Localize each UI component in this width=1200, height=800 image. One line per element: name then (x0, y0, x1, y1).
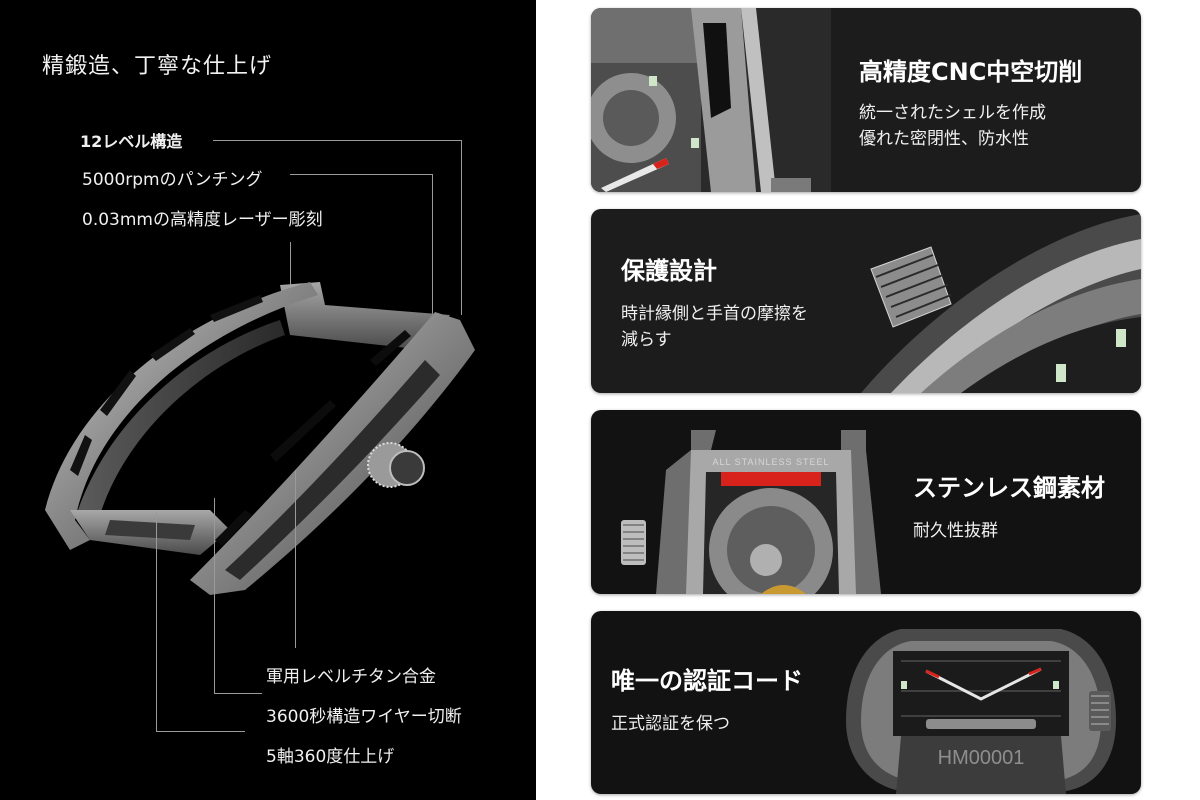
spec-label-punching: 5000rpmのパンチング (82, 170, 263, 190)
spec-label-wire-cut: 3600秒構造ワイヤー切断 (266, 707, 462, 727)
panel-title: 精鍛造、丁寧な仕上げ (42, 54, 273, 79)
leader-line (214, 693, 262, 694)
watch-case-closeup-image (591, 8, 831, 192)
leader-line (213, 140, 461, 141)
card-title: ステンレス鋼素材 (913, 474, 1105, 502)
watch-caseback-image: ALL STAINLESS STEEL (621, 430, 881, 594)
feature-card-stainless: ALL STAINLESS STEEL ステンレス鋼素材 耐久性抜群 (591, 410, 1141, 594)
card-title: 唯一の認証コード (611, 667, 803, 695)
skeleton-watch-image: HM00001 (846, 629, 1116, 794)
knurled-crown-image (861, 214, 1141, 393)
spec-label-laser: 0.03mmの高精度レーザー彫刻 (82, 210, 323, 230)
leader-line (290, 174, 432, 175)
feature-card-cnc: 高精度CNC中空切削 統一されたシェルを作成 優れた密閉性、防水性 (591, 8, 1141, 192)
engraving-text: ALL STAINLESS STEEL (712, 457, 829, 467)
leader-line (214, 498, 215, 693)
card-title: 保護設計 (621, 257, 717, 285)
card-description: 耐久性抜群 (913, 521, 998, 541)
leader-line (156, 731, 245, 732)
spec-label-12-level: 12レベル構造 (80, 132, 183, 151)
feature-card-protection: 保護設計 時計縁側と手首の摩擦を 減らす (591, 209, 1141, 393)
leader-line (432, 174, 433, 324)
watch-frame-illustration (45, 282, 475, 595)
left-feature-panel: 精鍛造、丁寧な仕上げ 12レベル構造 5000rpmのパンチング 0.03mmの… (0, 0, 536, 800)
serial-number: HM00001 (938, 747, 1025, 769)
leader-line (156, 512, 157, 731)
feature-card-auth-code: 唯一の認証コード 正式認証を保つ HM00001 (591, 611, 1141, 794)
leader-line (290, 242, 291, 302)
leader-line (295, 470, 296, 648)
card-title: 高精度CNC中空切削 (859, 58, 1083, 86)
card-description: 統一されたシェルを作成 優れた密閉性、防水性 (859, 103, 1046, 149)
spec-label-5-axis: 5軸360度仕上げ (266, 747, 395, 767)
leader-line (461, 140, 462, 315)
spec-label-titanium: 軍用レベルチタン合金 (266, 667, 436, 687)
card-description: 正式認証を保つ (611, 714, 730, 734)
card-description: 時計縁側と手首の摩擦を 減らす (621, 304, 808, 350)
